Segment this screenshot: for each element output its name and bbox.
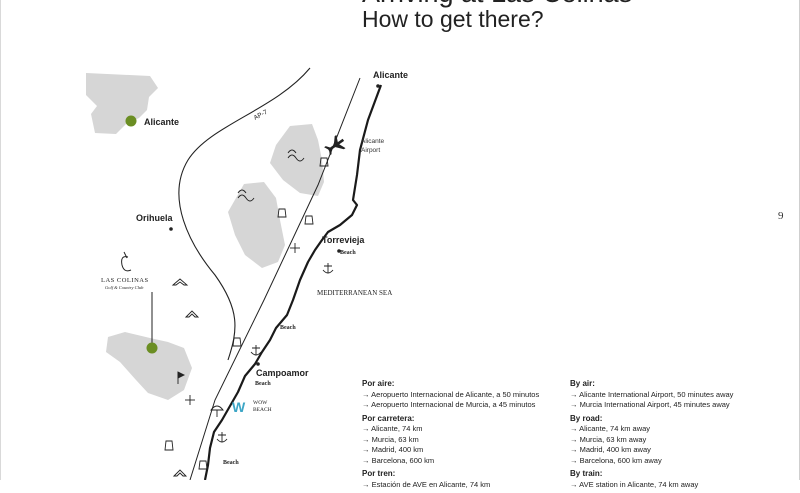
beach-label: Beach bbox=[223, 460, 239, 466]
train-item-en: AVE station in Alicante, 74 km away bbox=[570, 480, 780, 491]
road-item-es: Murcia, 63 km bbox=[362, 435, 562, 446]
spain-inset bbox=[86, 73, 158, 134]
beach-label: Beach bbox=[280, 325, 296, 331]
wave-icon bbox=[237, 149, 305, 202]
wow-beach-name: WOW BEACH bbox=[253, 400, 272, 413]
air-item-es: Aeropuerto Internacional de Murcia, a 45… bbox=[362, 400, 562, 411]
info-english: By air: Alicante International Airport, … bbox=[570, 379, 780, 493]
sea-label: MEDITERRANEAN SEA bbox=[317, 289, 393, 297]
las-colinas-area bbox=[106, 332, 192, 400]
las-colinas-logo bbox=[121, 251, 132, 272]
torrevieja-dot bbox=[337, 249, 341, 253]
beach-label: Beach bbox=[340, 250, 356, 256]
lagoon-south bbox=[228, 182, 285, 268]
shopping-bag-icon bbox=[164, 157, 329, 470]
road-item-en: Barcelona, 600 km away bbox=[570, 456, 780, 467]
orihuela-dot bbox=[169, 227, 173, 231]
ap7-road bbox=[178, 67, 311, 361]
map: W AP-7 bbox=[86, 67, 383, 480]
lagoon-north bbox=[270, 124, 324, 196]
air-item-es: Aeropuerto Internacional de Alicante, a … bbox=[362, 390, 562, 401]
road-item-en: Alicante, 74 km away bbox=[570, 424, 780, 435]
orihuela-label: Orihuela bbox=[136, 213, 173, 223]
road-item-es: Alicante, 74 km bbox=[362, 424, 562, 435]
airplane-icon bbox=[324, 135, 346, 156]
road-title-es: Por carretera: bbox=[362, 413, 415, 423]
train-title-en: By train: bbox=[570, 469, 603, 478]
road-item-en: Madrid, 400 km away bbox=[570, 445, 780, 456]
road-item-es: Madrid, 400 km bbox=[362, 445, 562, 456]
road-item-es: Barcelona, 600 km bbox=[362, 456, 562, 467]
info-spanish: Por aire: Aeropuerto Internacional de Al… bbox=[362, 379, 562, 493]
golf-flag-icon bbox=[177, 371, 186, 384]
anchor-icon bbox=[216, 263, 334, 443]
las-colinas-name: LAS COLINAS bbox=[101, 277, 149, 284]
air-title-es: Por aire: bbox=[362, 379, 395, 388]
las-colinas-subtitle: Golf & Country Club bbox=[105, 285, 144, 290]
alicante-airport-label: Alicante Airport bbox=[361, 138, 385, 154]
page-title-partial: Arriving at Las Colinas bbox=[362, 0, 632, 9]
air-title-en: By air: bbox=[570, 379, 595, 388]
train-item-es: Estación de AVE en Alicante, 74 km bbox=[362, 480, 562, 491]
air-item-en: Murcia International Airport, 45 minutes… bbox=[570, 400, 780, 411]
cross-icon bbox=[185, 243, 300, 405]
page-number: 9 bbox=[778, 210, 784, 222]
campoamor-dot bbox=[256, 362, 260, 366]
road-title-en: By road: bbox=[570, 413, 603, 423]
beach-label: Beach bbox=[255, 381, 271, 387]
las-colinas-marker bbox=[146, 342, 158, 354]
alicante-dot bbox=[376, 84, 380, 88]
inset-alicante-label: Alicante bbox=[144, 117, 180, 127]
inset-alicante-marker bbox=[125, 115, 137, 127]
wow-beach-logo: W bbox=[232, 399, 246, 415]
road-item-en: Murcia, 63 km away bbox=[570, 435, 780, 446]
alicante-label: Alicante bbox=[373, 70, 409, 80]
coastline bbox=[203, 84, 383, 480]
campoamor-label: Campoamor bbox=[256, 368, 309, 378]
torrevieja-label: Torrevieja bbox=[322, 235, 365, 245]
umbrella-icon bbox=[210, 405, 224, 417]
train-title-es: Por tren: bbox=[362, 469, 396, 478]
air-item-en: Alicante International Airport, 50 minut… bbox=[570, 390, 780, 401]
mountain-icon bbox=[171, 278, 200, 477]
page-title: How to get there? bbox=[362, 6, 544, 32]
